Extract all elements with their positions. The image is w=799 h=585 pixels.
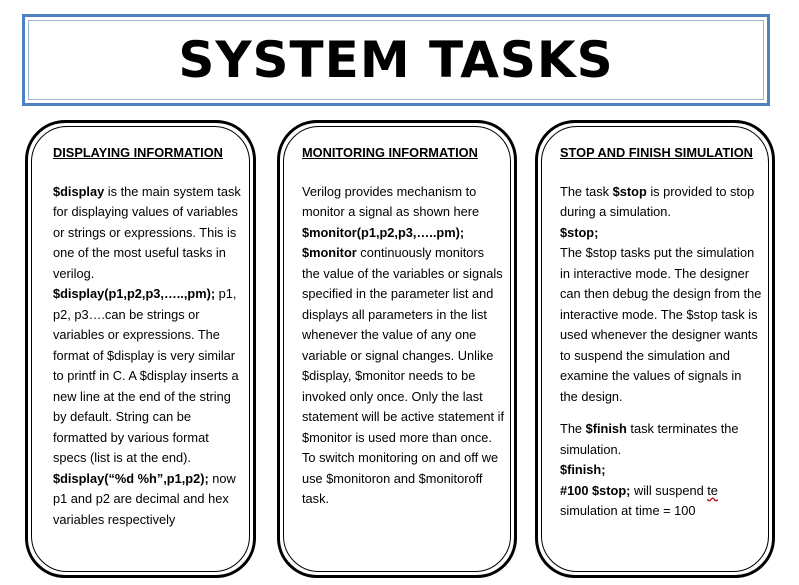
code-syntax: $monitor(p1,p2,p3,…..pm); [302, 224, 465, 240]
code-syntax: $display(“%d %h”,p1,p2); [53, 470, 209, 486]
card-displaying-information: DISPLAYING INFORMATION $display is the m… [25, 120, 256, 578]
card-body: $display is the main system task for dis… [53, 182, 243, 531]
card-content: STOP AND FINISH SIMULATION The task $sto… [560, 143, 762, 522]
card-content: DISPLAYING INFORMATION $display is the m… [53, 143, 243, 530]
title-banner-inner: SYSTEM TASKS [28, 20, 764, 100]
code-syntax: $finish; [560, 462, 606, 477]
card-body: The $finish task terminates the simulati… [560, 419, 762, 522]
card-inner-border [283, 126, 511, 572]
body-text: Verilog provides mechanism to monitor a … [302, 183, 480, 220]
body-text: The $stop tasks put the simulation in in… [560, 245, 762, 404]
body-text: task terminates the simulation. [560, 421, 739, 457]
keyword: $display [53, 183, 105, 199]
card-body: Verilog provides mechanism to monitor a … [302, 182, 504, 510]
misspelled-word: te [707, 482, 718, 498]
card-stop-and-finish-simulation: STOP AND FINISH SIMULATION The task $sto… [535, 120, 775, 578]
card-inner-border [31, 126, 250, 572]
body-text: The task [560, 183, 613, 199]
body-text: The [560, 421, 586, 436]
keyword: $finish [585, 421, 627, 436]
code-syntax: $stop; [560, 224, 599, 240]
card-inner-border [541, 126, 769, 572]
card-monitoring-information: MONITORING INFORMATION Verilog provides … [277, 120, 517, 578]
code-syntax: $display(p1,p2,p3,…..,pm); [53, 286, 216, 301]
body-text: p1, p2, p3….can be strings or variables … [53, 286, 239, 465]
keyword: $stop [612, 183, 647, 199]
keyword: $monitor [302, 245, 357, 260]
card-heading: MONITORING INFORMATION [302, 145, 478, 160]
body-text: is provided to stop during a simulation. [560, 183, 755, 220]
body-text: will suspend [630, 482, 708, 498]
title-banner: SYSTEM TASKS [22, 14, 770, 106]
card-content: MONITORING INFORMATION Verilog provides … [302, 143, 504, 510]
body-text: continuously monitors the value of the v… [302, 245, 504, 506]
card-body: The task $stop is provided to stop durin… [560, 182, 762, 408]
page-title: SYSTEM TASKS [178, 31, 614, 89]
card-heading: STOP AND FINISH SIMULATION [560, 145, 753, 160]
body-text: now p1 and p2 are decimal and hex variab… [53, 470, 236, 527]
body-text: simulation at time = 100 [560, 503, 696, 518]
body-text: is the main system task for displaying v… [53, 183, 241, 281]
card-heading: DISPLAYING INFORMATION [53, 145, 223, 160]
code-syntax: #100 $stop; [560, 482, 631, 498]
